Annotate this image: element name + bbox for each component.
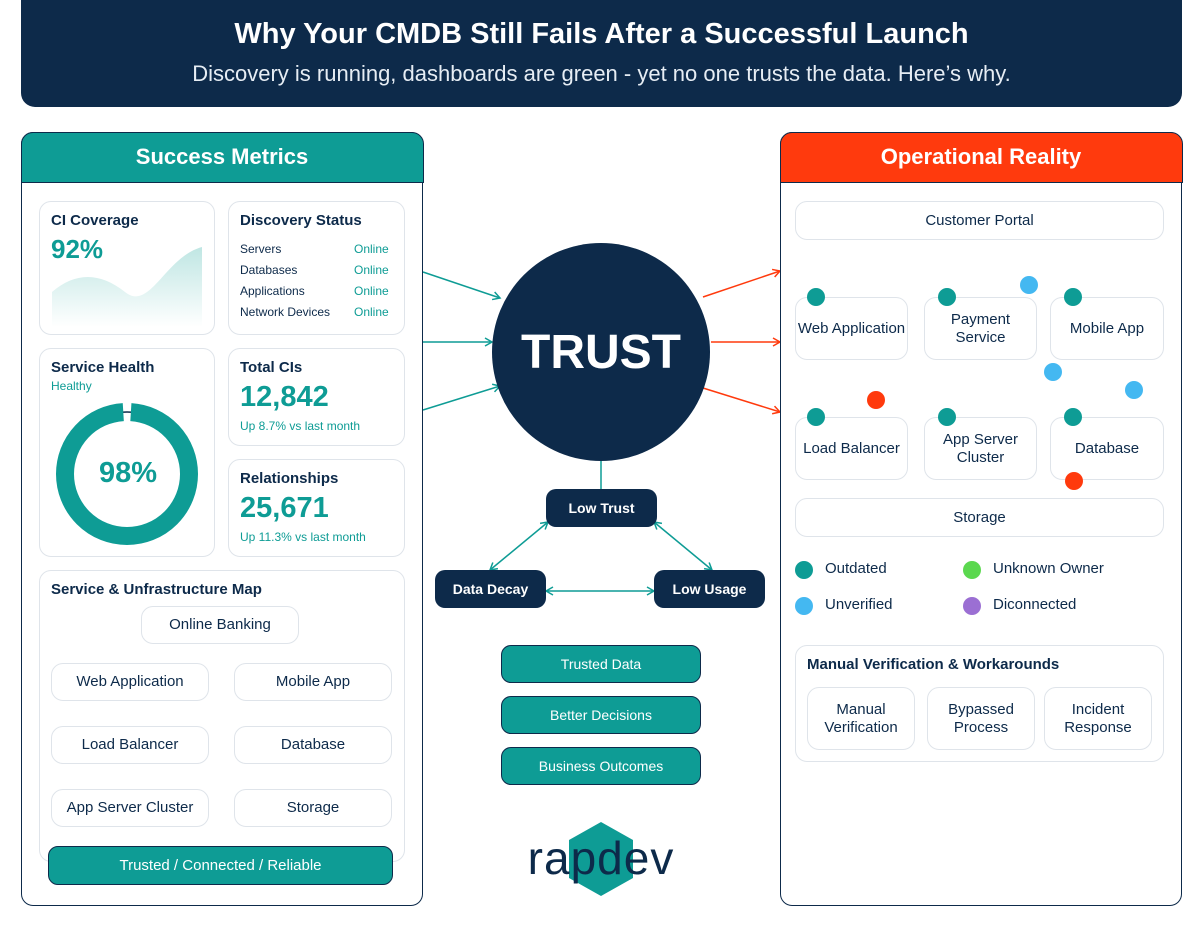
ci-coverage-card: CI Coverage 92%	[39, 201, 215, 335]
header-banner: Why Your CMDB Still Fails After a Succes…	[21, 0, 1182, 107]
service-health-value: 98%	[98, 457, 158, 489]
legend-dot-disconnected	[963, 597, 981, 615]
legend-dot-outdated	[795, 561, 813, 579]
service-health-arc	[56, 403, 198, 545]
ci-coverage-title: CI Coverage	[51, 212, 139, 229]
map-node-storage: Storage	[234, 789, 392, 827]
status-dot-outdated	[1064, 288, 1082, 306]
discovery-row-status: Online	[354, 242, 389, 256]
total-cis-title: Total CIs	[240, 359, 303, 376]
map-node-load-balancer: Load Balancer	[51, 726, 209, 764]
relationships-card: Relationships 25,671 Up 11.3% vs last mo…	[228, 459, 405, 557]
discovery-row-label: Applications	[240, 284, 305, 298]
service-map-title: Service & Unfrastructure Map	[51, 581, 262, 598]
total-cis-card: Total CIs 12,842 Up 8.7% vs last month	[228, 348, 405, 446]
legend-dot-unknown-owner	[963, 561, 981, 579]
status-dot-disconnected-red	[1065, 472, 1083, 490]
map-node-online-banking: Online Banking	[141, 606, 299, 644]
node-database: Database	[1050, 417, 1164, 480]
status-dot-disconnected-red	[867, 391, 885, 409]
node-web-application: Web Application	[795, 297, 908, 360]
node-payment-service: Payment Service	[924, 297, 1037, 360]
manual-verification-title: Manual Verification & Workarounds	[807, 656, 1060, 673]
node-load-balancer: Load Balancer	[795, 417, 908, 480]
service-health-title: Service Health	[51, 359, 155, 376]
status-dot-outdated	[1064, 408, 1082, 426]
ci-coverage-value: 92%	[51, 234, 104, 264]
legend-label-disconnected: Diconnected	[993, 596, 1077, 613]
discovery-status-title: Discovery Status	[240, 212, 362, 229]
discovery-row-status: Online	[354, 263, 389, 277]
outcome-trusted-data: Trusted Data	[501, 645, 701, 683]
status-dot-unverified	[1044, 363, 1062, 381]
discovery-row-label: Databases	[240, 263, 298, 277]
node-mobile-app: Mobile App	[1050, 297, 1164, 360]
page-title: Why Your CMDB Still Fails After a Succes…	[234, 18, 969, 50]
relationships-title: Relationships	[240, 470, 339, 487]
status-dot-outdated	[938, 408, 956, 426]
outcome-better-decisions: Better Decisions	[501, 696, 701, 734]
discovery-row-status: Online	[354, 284, 389, 298]
coverage-area-sparkline	[52, 247, 202, 327]
status-dot-unverified	[1020, 276, 1038, 294]
cycle-low-trust: Low Trust	[546, 489, 657, 527]
discovery-row-status: Online	[354, 305, 389, 319]
map-node-database: Database	[234, 726, 392, 764]
legend-label-unverified: Unverified	[825, 596, 893, 613]
legend-label-outdated: Outdated	[825, 560, 887, 577]
page-subtitle: Discovery is running, dashboards are gre…	[192, 61, 1011, 86]
map-node-app-server-cluster: App Server Cluster	[51, 789, 209, 827]
workaround-manual-verification: Manual Verification	[807, 687, 915, 750]
map-footer-badge: Trusted / Connected / Reliable	[48, 846, 393, 885]
relationships-change: Up 11.3% vs last month	[240, 530, 366, 544]
node-customer-portal: Customer Portal	[795, 201, 1164, 240]
logo-hexagon-mark	[569, 822, 633, 896]
logo-wordmark: rapdev	[527, 832, 675, 884]
relationships-value: 25,671	[240, 492, 329, 524]
workaround-incident-response: Incident Response	[1044, 687, 1152, 750]
service-health-donut	[56, 403, 198, 545]
service-health-status: Healthy	[51, 379, 92, 393]
legend-dot-unverified	[795, 597, 813, 615]
status-dot-outdated	[807, 408, 825, 426]
outcome-business-outcomes: Business Outcomes	[501, 747, 701, 785]
legend-label-unknown-owner: Unknown Owner	[993, 560, 1104, 577]
total-cis-value: 12,842	[240, 381, 329, 413]
map-node-web-application: Web Application	[51, 663, 209, 701]
node-app-server-cluster: App Server Cluster	[924, 417, 1037, 480]
workaround-bypassed-process: Bypassed Process	[927, 687, 1035, 750]
status-dot-outdated	[938, 288, 956, 306]
total-cis-change: Up 8.7% vs last month	[240, 419, 361, 433]
service-health-card: Service Health Healthy 98%	[39, 348, 215, 557]
map-node-mobile-app: Mobile App	[234, 663, 392, 701]
operational-reality-title: Operational Reality	[779, 131, 1183, 183]
cycle-low-usage: Low Usage	[654, 570, 765, 608]
status-dot-unverified	[1125, 381, 1143, 399]
discovery-row-label: Network Devices	[240, 305, 331, 319]
success-metrics-title: Success Metrics	[20, 131, 424, 183]
trust-circle: TRUST	[492, 243, 710, 461]
discovery-row-label: Servers	[240, 242, 282, 256]
discovery-status-card: Discovery Status Servers Online Database…	[228, 201, 405, 335]
cycle-data-decay: Data Decay	[435, 570, 546, 608]
node-storage: Storage	[795, 498, 1164, 537]
status-dot-outdated	[807, 288, 825, 306]
